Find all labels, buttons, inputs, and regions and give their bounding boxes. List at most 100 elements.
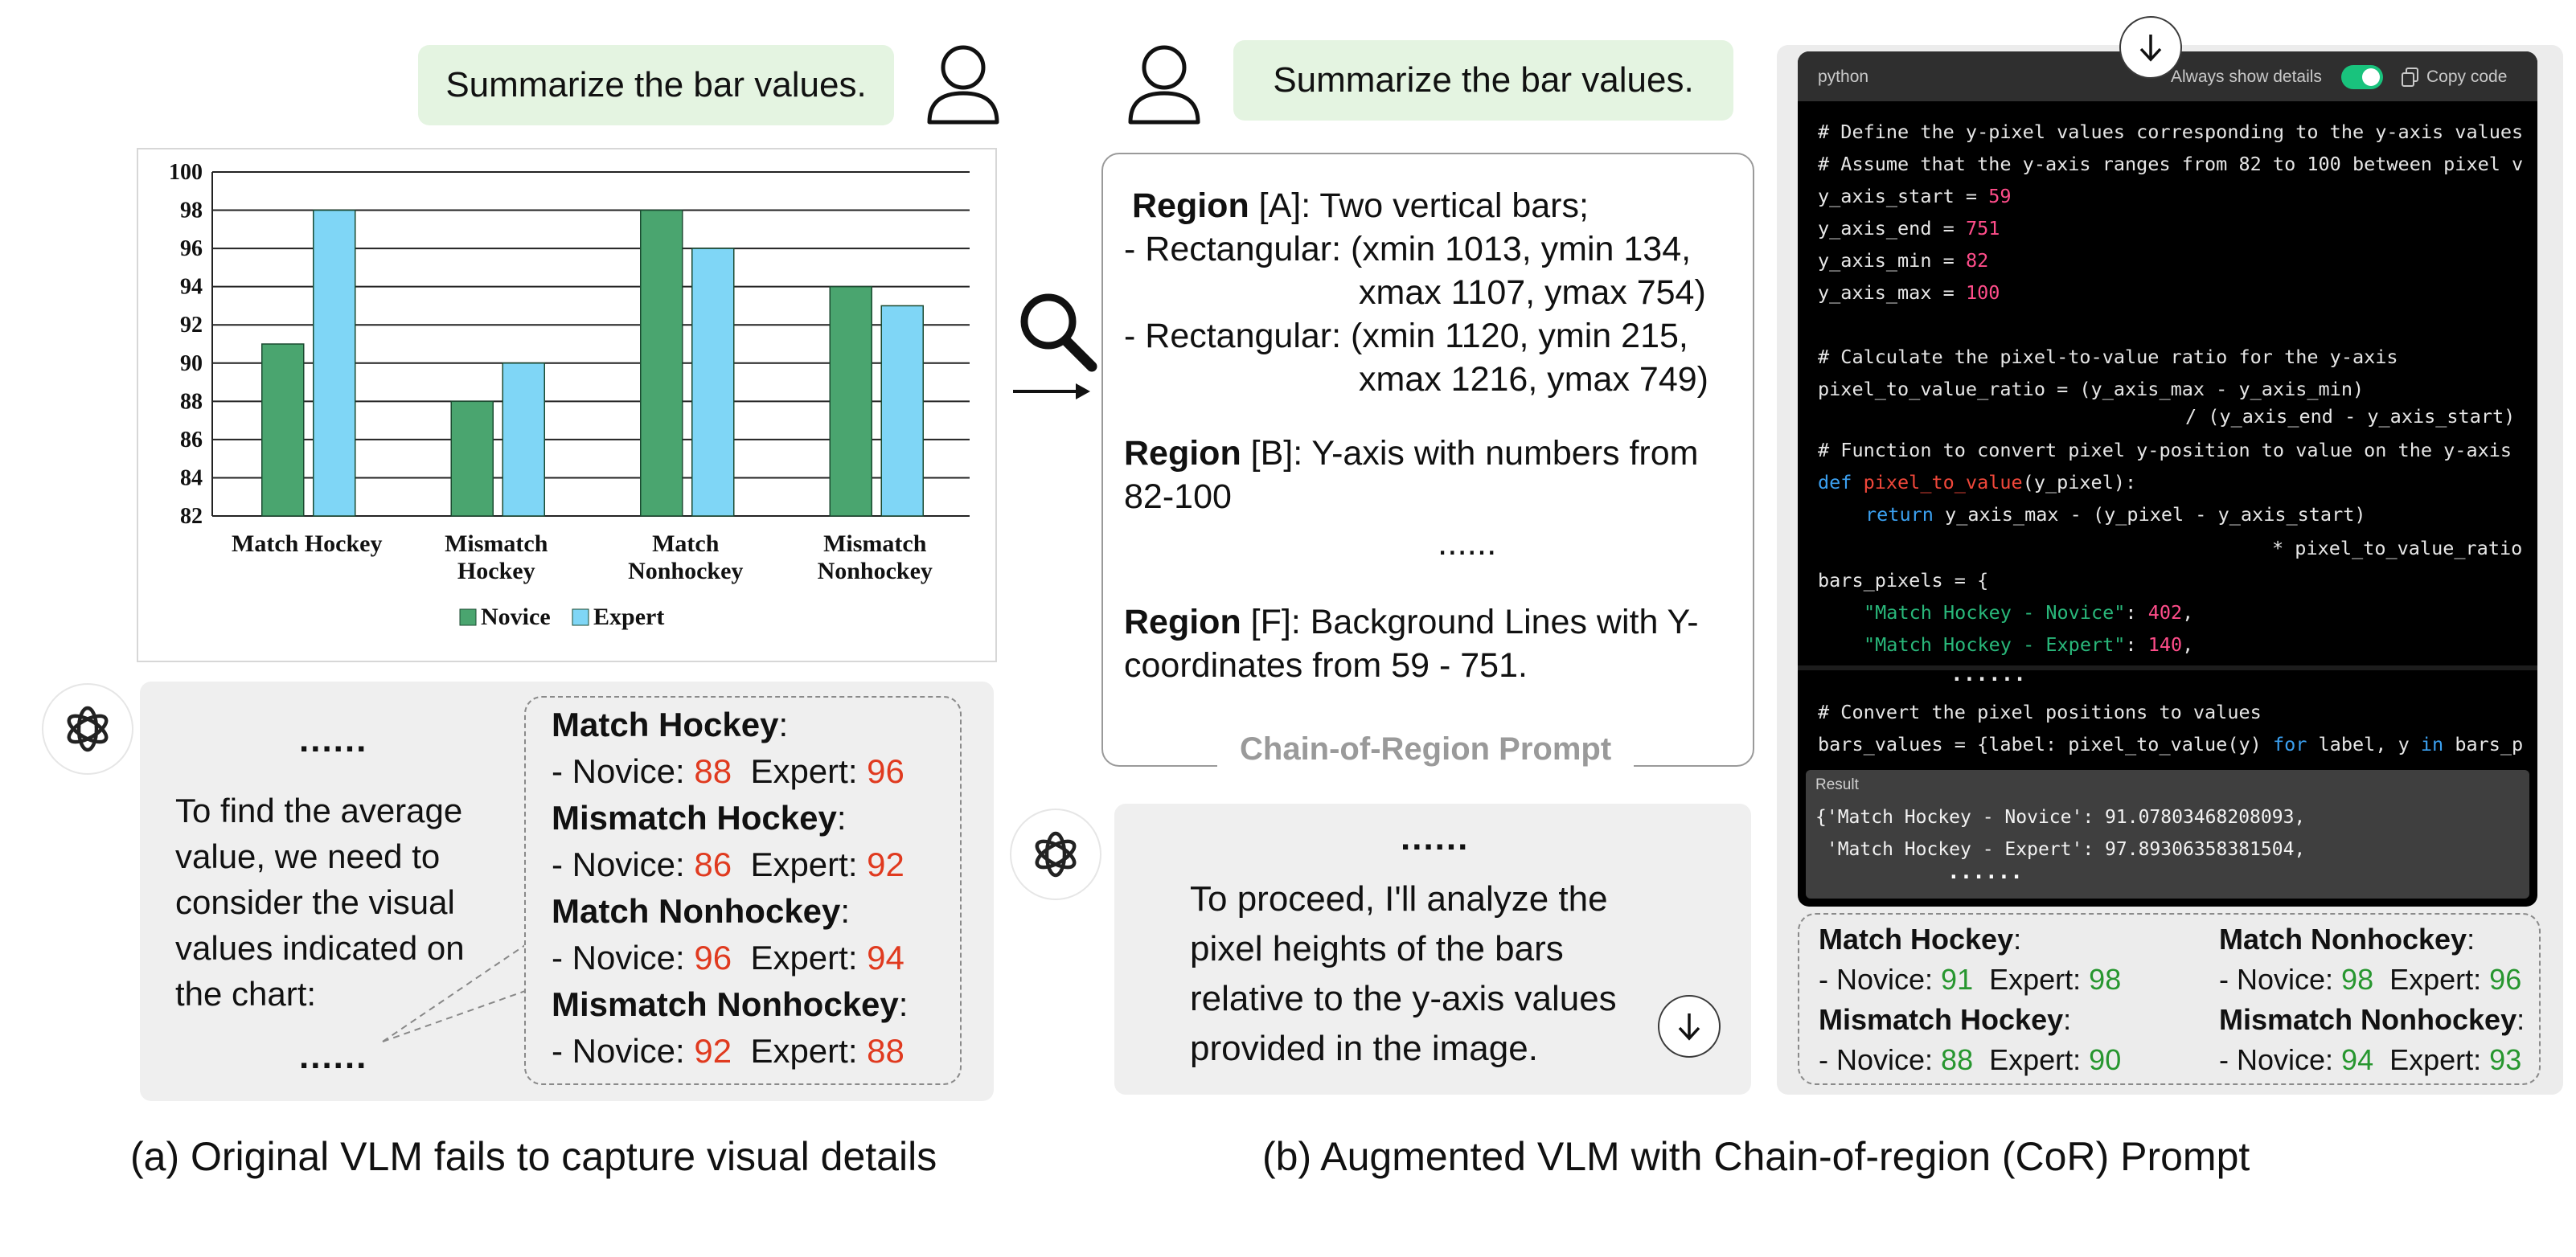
y-tick-label: 84	[180, 465, 203, 490]
region-ellipsis: ......	[1438, 523, 1497, 563]
right-results-box	[1798, 913, 2541, 1085]
left-response-ellipsis-bottom: ......	[299, 1037, 368, 1076]
x-tick-label: Nonhockey	[628, 558, 743, 584]
left-result-group: Match Hockey:	[552, 706, 789, 743]
region-a-line: Region [A]: Two vertical bars;	[1132, 186, 1589, 225]
left-gpt-logo	[42, 683, 133, 775]
y-tick-label: 96	[180, 236, 203, 261]
result-line: 'Match Hockey - Expert': 97.893063583815…	[1815, 839, 2306, 860]
left-caption: (a) Original VLM fails to capture visual…	[130, 1134, 937, 1179]
code-block: python Always show details Copy code # D…	[1798, 51, 2537, 907]
code-line: def pixel_to_value(y_pixel):	[1818, 471, 2137, 493]
left-response-line: the chart:	[175, 975, 317, 1013]
copy-code-button[interactable]: Copy code	[2426, 68, 2508, 86]
bar-novice	[450, 400, 494, 517]
middle-response-text: To proceed, I'll analyze the pixel heigh…	[1190, 874, 1617, 1074]
arrow-right-icon	[1013, 383, 1090, 399]
code-scroll-down-button[interactable]	[2119, 16, 2182, 79]
x-tick-label: Mismatch	[823, 530, 927, 557]
y-tick-label: 100	[169, 160, 203, 185]
always-show-details-toggle[interactable]	[2341, 65, 2383, 89]
code-line: "Match Hockey - Expert": 140,	[1864, 633, 2194, 656]
region-b-line: Region [B]: Y-axis with numbers from	[1124, 434, 1699, 473]
left-user-prompt-text: Summarize the bar values.	[445, 65, 867, 104]
code-comment: # Function to convert pixel y-position t…	[1818, 439, 2512, 461]
left-result-values: - Novice: 86 Expert: 92	[552, 846, 904, 883]
right-result-values: - Novice: 98 Expert: 96	[2219, 963, 2522, 996]
code-ellipsis: ......	[1950, 662, 2026, 686]
code-comment: # Calculate the pixel-to-value ratio for…	[1818, 346, 2398, 368]
toggle-knob	[2362, 68, 2380, 86]
region-a-line: xmax 1107, ymax 754)	[1359, 273, 1706, 312]
legend-label: Novice	[481, 604, 551, 630]
left-results-box	[524, 696, 962, 1085]
x-tick-label: Hockey	[457, 558, 535, 584]
code-line: return y_axis_max - (y_pixel - y_axis_st…	[1865, 503, 2366, 526]
code-line: "Match Hockey - Novice": 402,	[1864, 601, 2194, 624]
code-comment: # Assume that the y-axis ranges from 82 …	[1818, 153, 2524, 175]
right-gpt-logo	[1010, 809, 1101, 900]
code-divider	[1798, 665, 2537, 670]
right-result-values: - Novice: 88 Expert: 90	[1819, 1043, 2122, 1076]
gpt-logo-icon	[67, 706, 109, 752]
left-result-group: Mismatch Nonhockey:	[552, 985, 909, 1023]
legend-swatch-expert	[572, 608, 589, 626]
left-response-ellipsis-top: ......	[299, 720, 368, 760]
result-ellipsis: ......	[1947, 860, 2023, 884]
bar-expert	[502, 362, 545, 517]
middle-response-ellipsis: ......	[1401, 818, 1470, 858]
right-result-values: - Novice: 94 Expert: 93	[2219, 1043, 2522, 1076]
y-tick-label: 94	[180, 275, 203, 300]
right-caption: (b) Augmented VLM with Chain-of-region (…	[1262, 1134, 2250, 1179]
region-a-line: - Rectangular: (xmin 1120, ymin 215,	[1124, 317, 1688, 355]
chain-of-region-prompt-box: Region [A]: Two vertical bars; - Rectang…	[1101, 153, 1754, 767]
region-a-line: xmax 1216, ymax 749)	[1359, 360, 1708, 399]
code-line: y_axis_start = 59	[1818, 185, 2012, 207]
left-result-values: - Novice: 92 Expert: 88	[552, 1032, 904, 1070]
code-line: / (y_axis_end - y_axis_start)	[2185, 405, 2516, 428]
right-result-group: Match Nonhockey:	[2219, 923, 2476, 956]
code-line: bars_pixels = {	[1818, 569, 1989, 592]
scroll-down-button[interactable]	[1658, 995, 1721, 1058]
middle-response-panel	[1114, 804, 1751, 1095]
x-tick-label: Match Hockey	[232, 530, 382, 557]
arrow-down-icon	[1678, 1013, 1700, 1041]
legend-label: Expert	[593, 604, 664, 630]
left-response-line: value, we need to	[175, 837, 441, 875]
right-user-icon	[1128, 45, 1200, 125]
code-comment: # Convert the pixel positions to values	[1818, 701, 2262, 723]
code-comment: # Define the y-pixel values correspondin…	[1818, 121, 2524, 143]
y-tick-label: 86	[180, 428, 203, 452]
result-label: Result	[1815, 776, 1859, 793]
region-f-line: coordinates from 59 - 751.	[1124, 646, 1528, 685]
chain-of-region-title: Chain-of-Region Prompt	[1217, 731, 1635, 768]
result-box: Result {'Match Hockey - Novice': 91.0780…	[1806, 770, 2529, 899]
right-result-group: Mismatch Nonhockey:	[2219, 1003, 2525, 1036]
y-tick-label: 92	[180, 313, 203, 338]
region-b-line: 82-100	[1124, 477, 1232, 516]
middle-response-line: pixel heights of the bars	[1190, 929, 1564, 968]
bar-expert	[691, 248, 735, 517]
code-line: y_axis_max = 100	[1818, 281, 2000, 304]
right-result-group: Match Hockey:	[1819, 923, 2022, 956]
left-response-line: consider the visual	[175, 883, 455, 921]
code-language: python	[1818, 68, 1869, 86]
left-response-line: To find the average	[175, 792, 463, 829]
left-response-text: To find the average value, we need to co…	[175, 788, 465, 1017]
region-a-line: - Rectangular: (xmin 1013, ymin 134,	[1124, 230, 1692, 268]
copy-icon	[2402, 68, 2418, 87]
left-response-line: values indicated on	[175, 929, 465, 967]
right-user-prompt: Summarize the bar values.	[1233, 40, 1733, 121]
right-result-values: - Novice: 91 Expert: 98	[1819, 963, 2122, 996]
y-tick-label: 98	[180, 199, 203, 223]
gpt-logo-icon	[1035, 831, 1077, 878]
legend-swatch-novice	[459, 608, 477, 626]
bar-expert	[313, 209, 356, 517]
code-line: y_axis_min = 82	[1818, 249, 1989, 272]
y-tick-label: 82	[180, 504, 203, 529]
bar-expert	[880, 305, 924, 517]
always-show-details-label: Always show details	[2171, 68, 2322, 86]
right-result-group: Mismatch Hockey:	[1819, 1003, 2072, 1036]
middle-response-line: To proceed, I'll analyze the	[1190, 879, 1608, 919]
